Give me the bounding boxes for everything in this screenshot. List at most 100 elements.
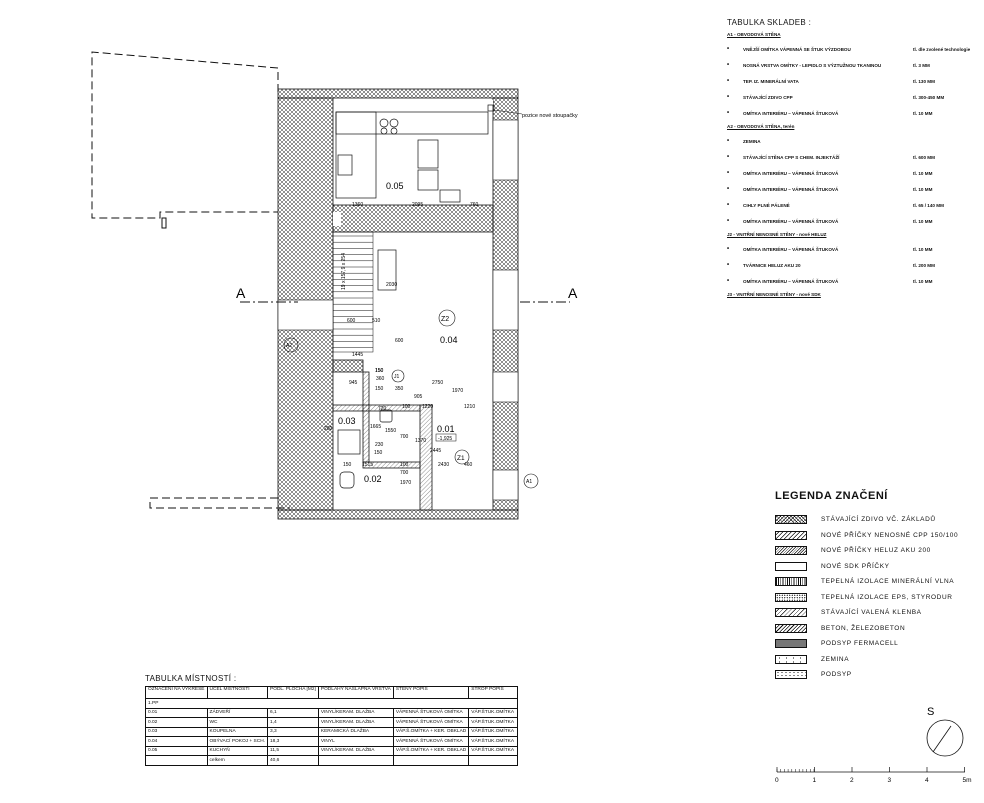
staircase (332, 231, 397, 353)
layer-name: CIHLY PLNÉ PÁLENÉ (743, 202, 790, 208)
bullet-icon: • (727, 110, 730, 116)
dimension-label: 510 (372, 318, 381, 324)
layer-thickness: tl. dle zvolené technologie (913, 46, 971, 52)
layer-thickness: tl. 10 MM (913, 170, 933, 176)
room-table-header: STĚNY POPIS (392, 686, 470, 699)
table-cell: 0.04 (145, 736, 208, 747)
layer-name: NOSNÁ VRSTVA OMÍTKY - LEPIDLO S VÝZTUŽNO… (743, 62, 882, 68)
dimension-label: 280 (324, 426, 333, 432)
table-cell: 0.05 (145, 745, 208, 756)
room-table-title: TABULKA MÍSTNOSTÍ : (145, 674, 237, 683)
dimension-label: 1445 (352, 352, 363, 358)
layer-thickness: tl. 200 MM (913, 262, 935, 268)
svg-text:Z1: Z1 (457, 455, 465, 462)
composition-section-heading: A1 - OBVODOVÁ STĚNA (727, 32, 781, 37)
dimension-label: 700 (400, 470, 409, 476)
table-cell: VÁP.ŠTUK.OMÍTKA (468, 717, 519, 728)
legend-label: BETON, ŽELEZOBETON (821, 624, 906, 632)
room-table-header: STROP POPIS (468, 686, 519, 699)
legend-swatch (775, 670, 807, 680)
dimension-label: 720 (378, 406, 387, 412)
legend-item: PODSYP (775, 667, 975, 683)
legend-swatch (775, 608, 807, 618)
dimension-label: 100 (400, 462, 409, 468)
legend-swatch (775, 561, 807, 571)
windows (277, 119, 519, 501)
legend-item: STÁVAJÍCÍ VALENÁ KLENBA (775, 605, 975, 621)
dimension-label: 100 (402, 404, 411, 410)
layer-thickness: tl. 10 MM (913, 278, 933, 284)
dimension-label: 1360 (352, 202, 363, 208)
tag-a2: A2 (283, 337, 299, 353)
legend-label: PODSYP (821, 671, 852, 679)
room-table-header: PODLAHY NÁŠLAPNÁ VRSTVA (317, 686, 394, 699)
legend-label: PODSYP FERMACELL (821, 640, 899, 648)
table-cell: VÁP.ŠTUK.OMÍTKA (468, 736, 519, 747)
scale-label: 5m (963, 777, 972, 784)
table-cell: VINYL (317, 736, 394, 747)
composition-title: TABULKA SKLADEB : (727, 18, 812, 27)
north-arrow-icon: S (926, 706, 964, 757)
table-cell: 40,6 (267, 755, 319, 766)
dimension-label: 150 (375, 368, 384, 374)
legend-item: NOVÉ PŘÍČKY HELUZ AKU 200 (775, 543, 975, 559)
legend-item: NOVÉ PŘÍČKY NENOSNÉ CPP 150/100 (775, 528, 975, 544)
room-table-group: 1.PP (144, 698, 519, 709)
dimension-label: 1970 (400, 480, 411, 486)
legend-label: STÁVAJÍCÍ VALENÁ KLENBA (821, 609, 922, 617)
layer-name: OMÍTKA INTERIÉRU – VÁPENNÁ ŠTUKOVÁ (743, 170, 839, 176)
svg-text:A1: A1 (526, 479, 532, 485)
dimension-label: 2030 (386, 282, 397, 288)
svg-text:Z2: Z2 (441, 316, 449, 323)
table-cell (468, 755, 519, 766)
dimension-label: 230 (375, 442, 384, 448)
layer-name: STÁVAJÍCÍ STĚNA CPP S CHEM. INJEKTÁŽÍ (743, 154, 840, 160)
layer-name: STÁVAJÍCÍ ZDIVO CPP (743, 94, 793, 100)
dimension-label: 600 (395, 338, 404, 344)
table-cell: ZÁDVEŘÍ (206, 707, 269, 718)
legend-swatch (775, 530, 807, 540)
legend-item: PODSYP FERMACELL (775, 636, 975, 652)
table-cell: VÁP.ŠTUK.OMÍTKA (468, 745, 519, 756)
neighbour-outline (91, 51, 290, 509)
layer-name: TVÁRNICE HELUZ AKU 20 (743, 262, 801, 268)
bullet-icon: • (727, 154, 730, 160)
composition-section-heading: J2 - VNITŘNÍ NENOSNÉ STĚNY - nové HELUZ (727, 232, 827, 237)
table-cell: 0.03 (145, 726, 208, 737)
table-cell: VINYL/KERAM. DLAŽBA (317, 707, 394, 718)
table-cell: VÁPENNÁ ŠTUKOVÁ OMÍTKA (392, 717, 470, 728)
layer-name: TEP. IZ. MINERÁLNÍ VATA (743, 78, 799, 84)
table-cell: 6,1 (267, 707, 319, 718)
dimension-label: 1550 (385, 428, 396, 434)
room-label-0-04: 0.04 (440, 335, 458, 345)
table-cell: 18,3 (267, 736, 319, 747)
legend-swatch (775, 639, 807, 649)
tag-z1: Z1 (454, 449, 470, 465)
table-cell: VINYL/KERAM. DLAŽBA (317, 717, 394, 728)
table-cell: 1,4 (267, 717, 319, 728)
dimension-label: 2095 (412, 202, 423, 208)
dimension-label: 945 (349, 380, 358, 386)
legend-label: TEPELNÁ IZOLACE MINERÁLNÍ VLNA (821, 578, 955, 586)
layer-name: OMÍTKA INTERIÉRU – VÁPENNÁ ŠTUKOVÁ (743, 246, 839, 252)
room-label-0-05: 0.05 (386, 181, 404, 191)
table-cell: WC (206, 717, 269, 728)
dimension-label: 905 (414, 394, 423, 400)
layer-thickness: tl. 65 / 140 MM (913, 202, 944, 208)
riser-note: pozice nové stoupačky (522, 113, 578, 119)
dimension-label: 150 (375, 386, 384, 392)
table-cell: KUCHYŇ (206, 745, 269, 756)
legend-swatch (775, 592, 807, 602)
tag-z2: Z2 (438, 309, 456, 327)
dimension-label: 1370 (415, 438, 426, 444)
table-cell: KERAMICKÁ DLAŽBA (317, 726, 394, 737)
dimension-label: 1515 (362, 462, 373, 468)
layer-thickness: tl. 130 MM (913, 78, 935, 84)
